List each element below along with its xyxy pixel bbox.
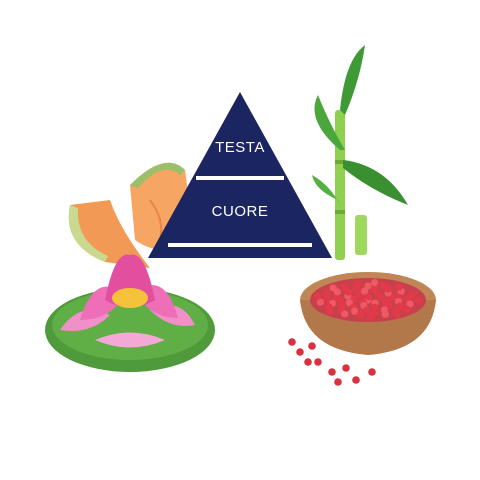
- peppercorn: [371, 279, 379, 287]
- lotus-flower-icon: [45, 254, 215, 372]
- peppercorn: [366, 313, 374, 321]
- pink-pepper-bowl-icon: [288, 272, 436, 386]
- peppercorn: [371, 303, 379, 311]
- peppercorn: [408, 291, 416, 299]
- peppercorn: [304, 358, 312, 366]
- peppercorn: [393, 310, 401, 319]
- peppercorn: [308, 342, 316, 350]
- peppercorn: [341, 283, 349, 292]
- peppercorn: [396, 302, 404, 310]
- peppercorn: [342, 364, 350, 372]
- peppercorn: [352, 376, 360, 384]
- peppercorn: [368, 368, 376, 376]
- peppercorn: [329, 284, 337, 292]
- peppercorn: [288, 338, 296, 346]
- peppercorn: [296, 348, 304, 356]
- peppercorn: [314, 292, 322, 300]
- peppercorn: [328, 368, 336, 376]
- peppercorn: [341, 310, 349, 318]
- peppercorn: [325, 307, 334, 315]
- peppercorn: [414, 297, 422, 305]
- peppercorn: [403, 305, 411, 314]
- peppercorn: [406, 300, 414, 308]
- peppercorn: [381, 310, 389, 319]
- peppercorn: [395, 283, 403, 291]
- peppercorn: [363, 306, 371, 314]
- peppercorn: [334, 378, 342, 386]
- peppercorn: [371, 285, 379, 293]
- peppercorn: [323, 295, 331, 303]
- peppercorn: [364, 282, 372, 290]
- peppercorn: [365, 293, 373, 301]
- peppercorn: [314, 358, 322, 366]
- pyramid: [148, 92, 332, 258]
- tier-label-top: TESTA: [215, 139, 265, 156]
- bamboo-plant-icon: [312, 45, 408, 260]
- peppercorn: [388, 294, 396, 302]
- peppercorn: [379, 281, 387, 290]
- tier-label-bottom: FONDO: [211, 266, 269, 283]
- peppercorn: [351, 307, 359, 315]
- peppercorn: [354, 280, 362, 288]
- peppercorn: [316, 298, 325, 306]
- peppercorn: [351, 295, 359, 303]
- pyramid-body: [148, 92, 332, 258]
- peppercorn: [357, 310, 365, 319]
- tier-label-middle: CUORE: [211, 203, 269, 220]
- peppercorn: [323, 289, 331, 297]
